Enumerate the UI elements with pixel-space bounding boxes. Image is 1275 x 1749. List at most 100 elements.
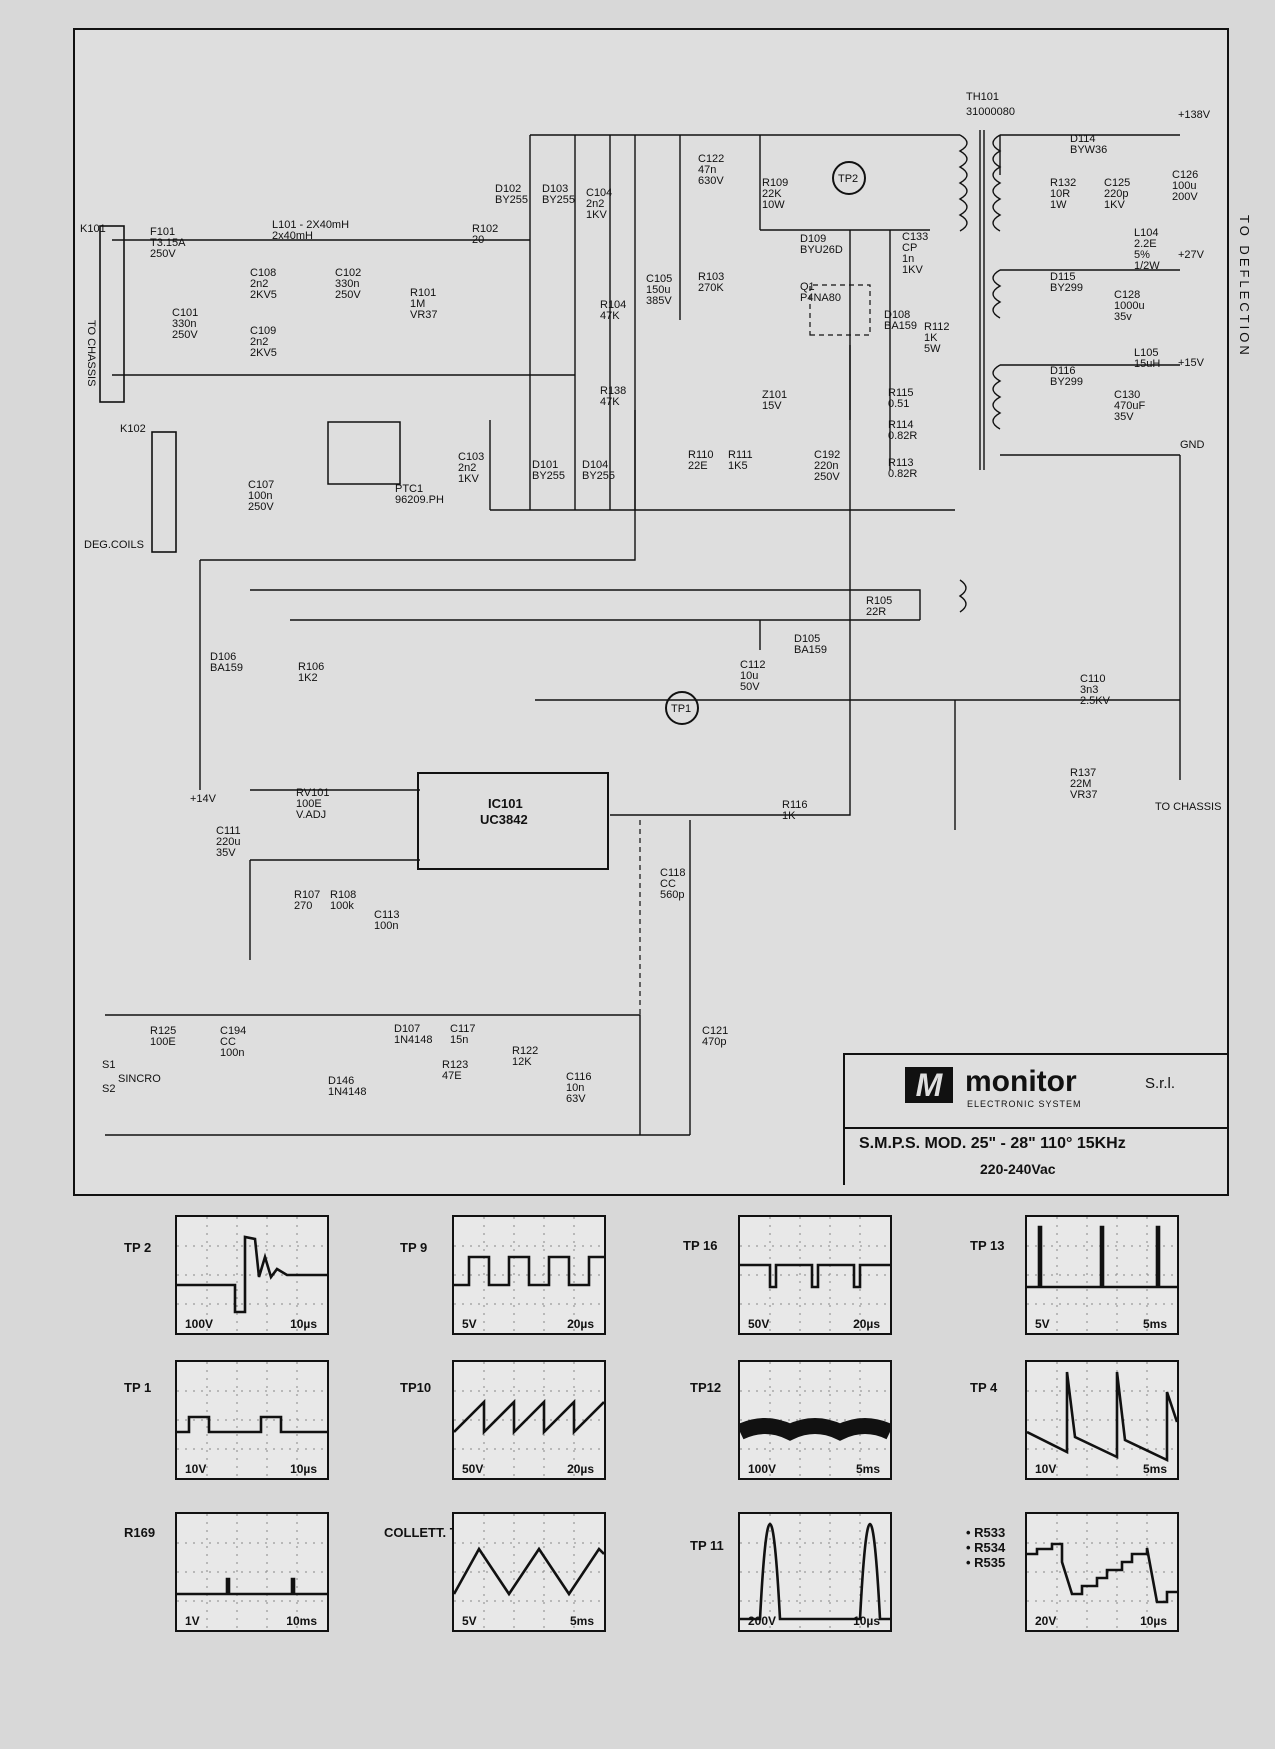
model-line: S.M.P.S. MOD. 25" - 28" 110° 15KHz <box>859 1135 1126 1152</box>
brand-srl: S.r.l. <box>1145 1075 1176 1092</box>
waveform-volts-per-div: 100V <box>748 1462 777 1476</box>
waveform-trace <box>177 1577 327 1596</box>
waveform-title: TP 1 <box>124 1380 152 1395</box>
misc-labels: +14V S1 SINCRO S2 <box>102 793 217 1095</box>
waveform-trace <box>1027 1371 1177 1463</box>
output-15v: +15V <box>1178 357 1205 369</box>
s2-label: S2 <box>102 1083 115 1095</box>
waveform-volts-per-div: 20V <box>1035 1614 1057 1628</box>
title-divider <box>845 1127 1227 1129</box>
connector-k102: K102 DEG.COILS <box>84 423 177 553</box>
voltage-line: 220-240Vac <box>980 1161 1056 1177</box>
waveform-time-per-div: 5ms <box>855 1462 880 1476</box>
waveform-trace-area <box>177 1514 327 1630</box>
to-chassis-right-label: TO CHASSIS <box>1155 801 1221 813</box>
plus14v-label: +14V <box>190 793 217 805</box>
sincro-label: SINCRO <box>118 1073 161 1085</box>
title-block: M monitor S.r.l. ELECTRONIC SYSTEM S.M.P… <box>843 1053 1227 1185</box>
output-138v: +138V <box>1178 109 1211 121</box>
output-27v: +27V <box>1178 249 1205 261</box>
waveform-trace <box>1027 1542 1177 1604</box>
waveform-volts-per-div: 200V <box>748 1614 777 1628</box>
waveform-trace <box>740 1522 890 1621</box>
waveform-time-per-div: 5ms <box>1142 1317 1167 1331</box>
waveform-trace-area <box>1027 1514 1177 1630</box>
to-chassis-left-label: TO CHASSIS <box>85 320 97 386</box>
oscilloscope-panel-tp13: 5V 5ms <box>1025 1215 1179 1335</box>
waveform-trace <box>740 1418 890 1441</box>
waveform-title: R169 <box>124 1525 156 1540</box>
oscilloscope-panel-tp12: 100V 5ms <box>738 1360 892 1480</box>
s1-label: S1 <box>102 1059 115 1071</box>
svg-text:TP1: TP1 <box>671 703 691 715</box>
waveform-title: TP 11 <box>690 1538 724 1553</box>
waveform-trace-area <box>740 1217 890 1333</box>
k101-label: K101 <box>80 223 106 235</box>
waveform-time-per-div: 10µs <box>290 1462 317 1476</box>
waveform-trace <box>177 1235 327 1314</box>
outputs: +138V +27V +15V GND TO DEFLECTION TO CHA… <box>1155 109 1252 813</box>
circuit-schematic: TH101 31000080 IC101 UC3842 K101 TO CHAS… <box>80 91 1252 1136</box>
waveform-time-per-div: 10µs <box>1140 1614 1167 1628</box>
waveform-time-per-div: 10ms <box>286 1614 317 1628</box>
transformer-part: 31000080 <box>966 106 1015 118</box>
waveform-time-per-div: 20µs <box>853 1317 880 1331</box>
oscilloscope-panel-r533: 20V 10µs <box>1025 1512 1179 1632</box>
wiring <box>105 134 1181 1136</box>
waveform-volts-per-div: 5V <box>1035 1317 1050 1331</box>
waveform-trace-area <box>177 1362 327 1478</box>
waveform-time-per-div: 10µs <box>290 1317 317 1331</box>
waveform-trace-area <box>1027 1362 1177 1478</box>
waveform-title: TP12 <box>690 1380 722 1395</box>
waveform-time-per-div: 20µs <box>567 1317 594 1331</box>
deg-coils-label: DEG.COILS <box>84 539 144 551</box>
waveform-title: TP 9 <box>400 1240 428 1255</box>
waveform-title: • R533 • R534 • R535 <box>966 1525 1006 1570</box>
waveform-trace-area <box>177 1217 327 1333</box>
testpoint-tp1: TP1 <box>665 691 699 725</box>
connector-k101: K101 TO CHASSIS <box>80 223 125 403</box>
ic-ref: IC101 <box>488 796 523 811</box>
